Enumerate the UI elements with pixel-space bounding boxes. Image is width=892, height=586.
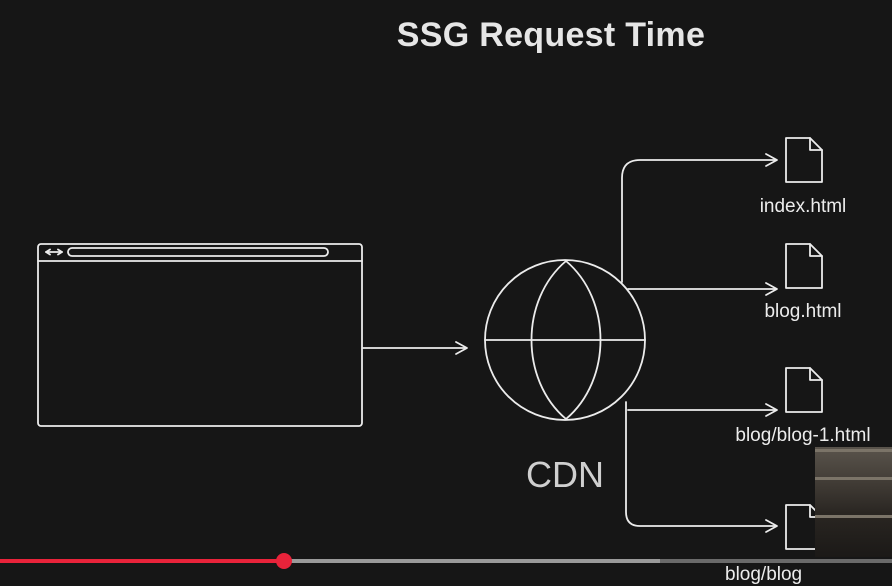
video-progress-bar[interactable] bbox=[0, 553, 892, 569]
branch-arrows bbox=[621, 153, 778, 533]
cdn-label: CDN bbox=[526, 454, 604, 495]
buffered-progress bbox=[0, 559, 661, 563]
file-label-blog-blog: blog/blog bbox=[725, 564, 802, 585]
nav-arrows-icon bbox=[45, 248, 63, 256]
document-icon bbox=[785, 367, 823, 413]
scrubber-handle[interactable] bbox=[275, 553, 292, 569]
file-label-blog-1: blog/blog-1.html bbox=[735, 425, 870, 446]
webcam-overlay bbox=[815, 447, 892, 557]
document-icon bbox=[785, 137, 823, 183]
file-label-index: index.html bbox=[760, 196, 847, 217]
slide-title: SSG Request Time bbox=[397, 16, 705, 54]
played-progress bbox=[0, 559, 284, 563]
document-icon bbox=[785, 243, 823, 289]
file-label-blog: blog.html bbox=[764, 301, 841, 322]
request-arrow bbox=[362, 341, 468, 355]
browser-window-icon bbox=[37, 243, 363, 427]
globe-icon bbox=[484, 259, 646, 421]
